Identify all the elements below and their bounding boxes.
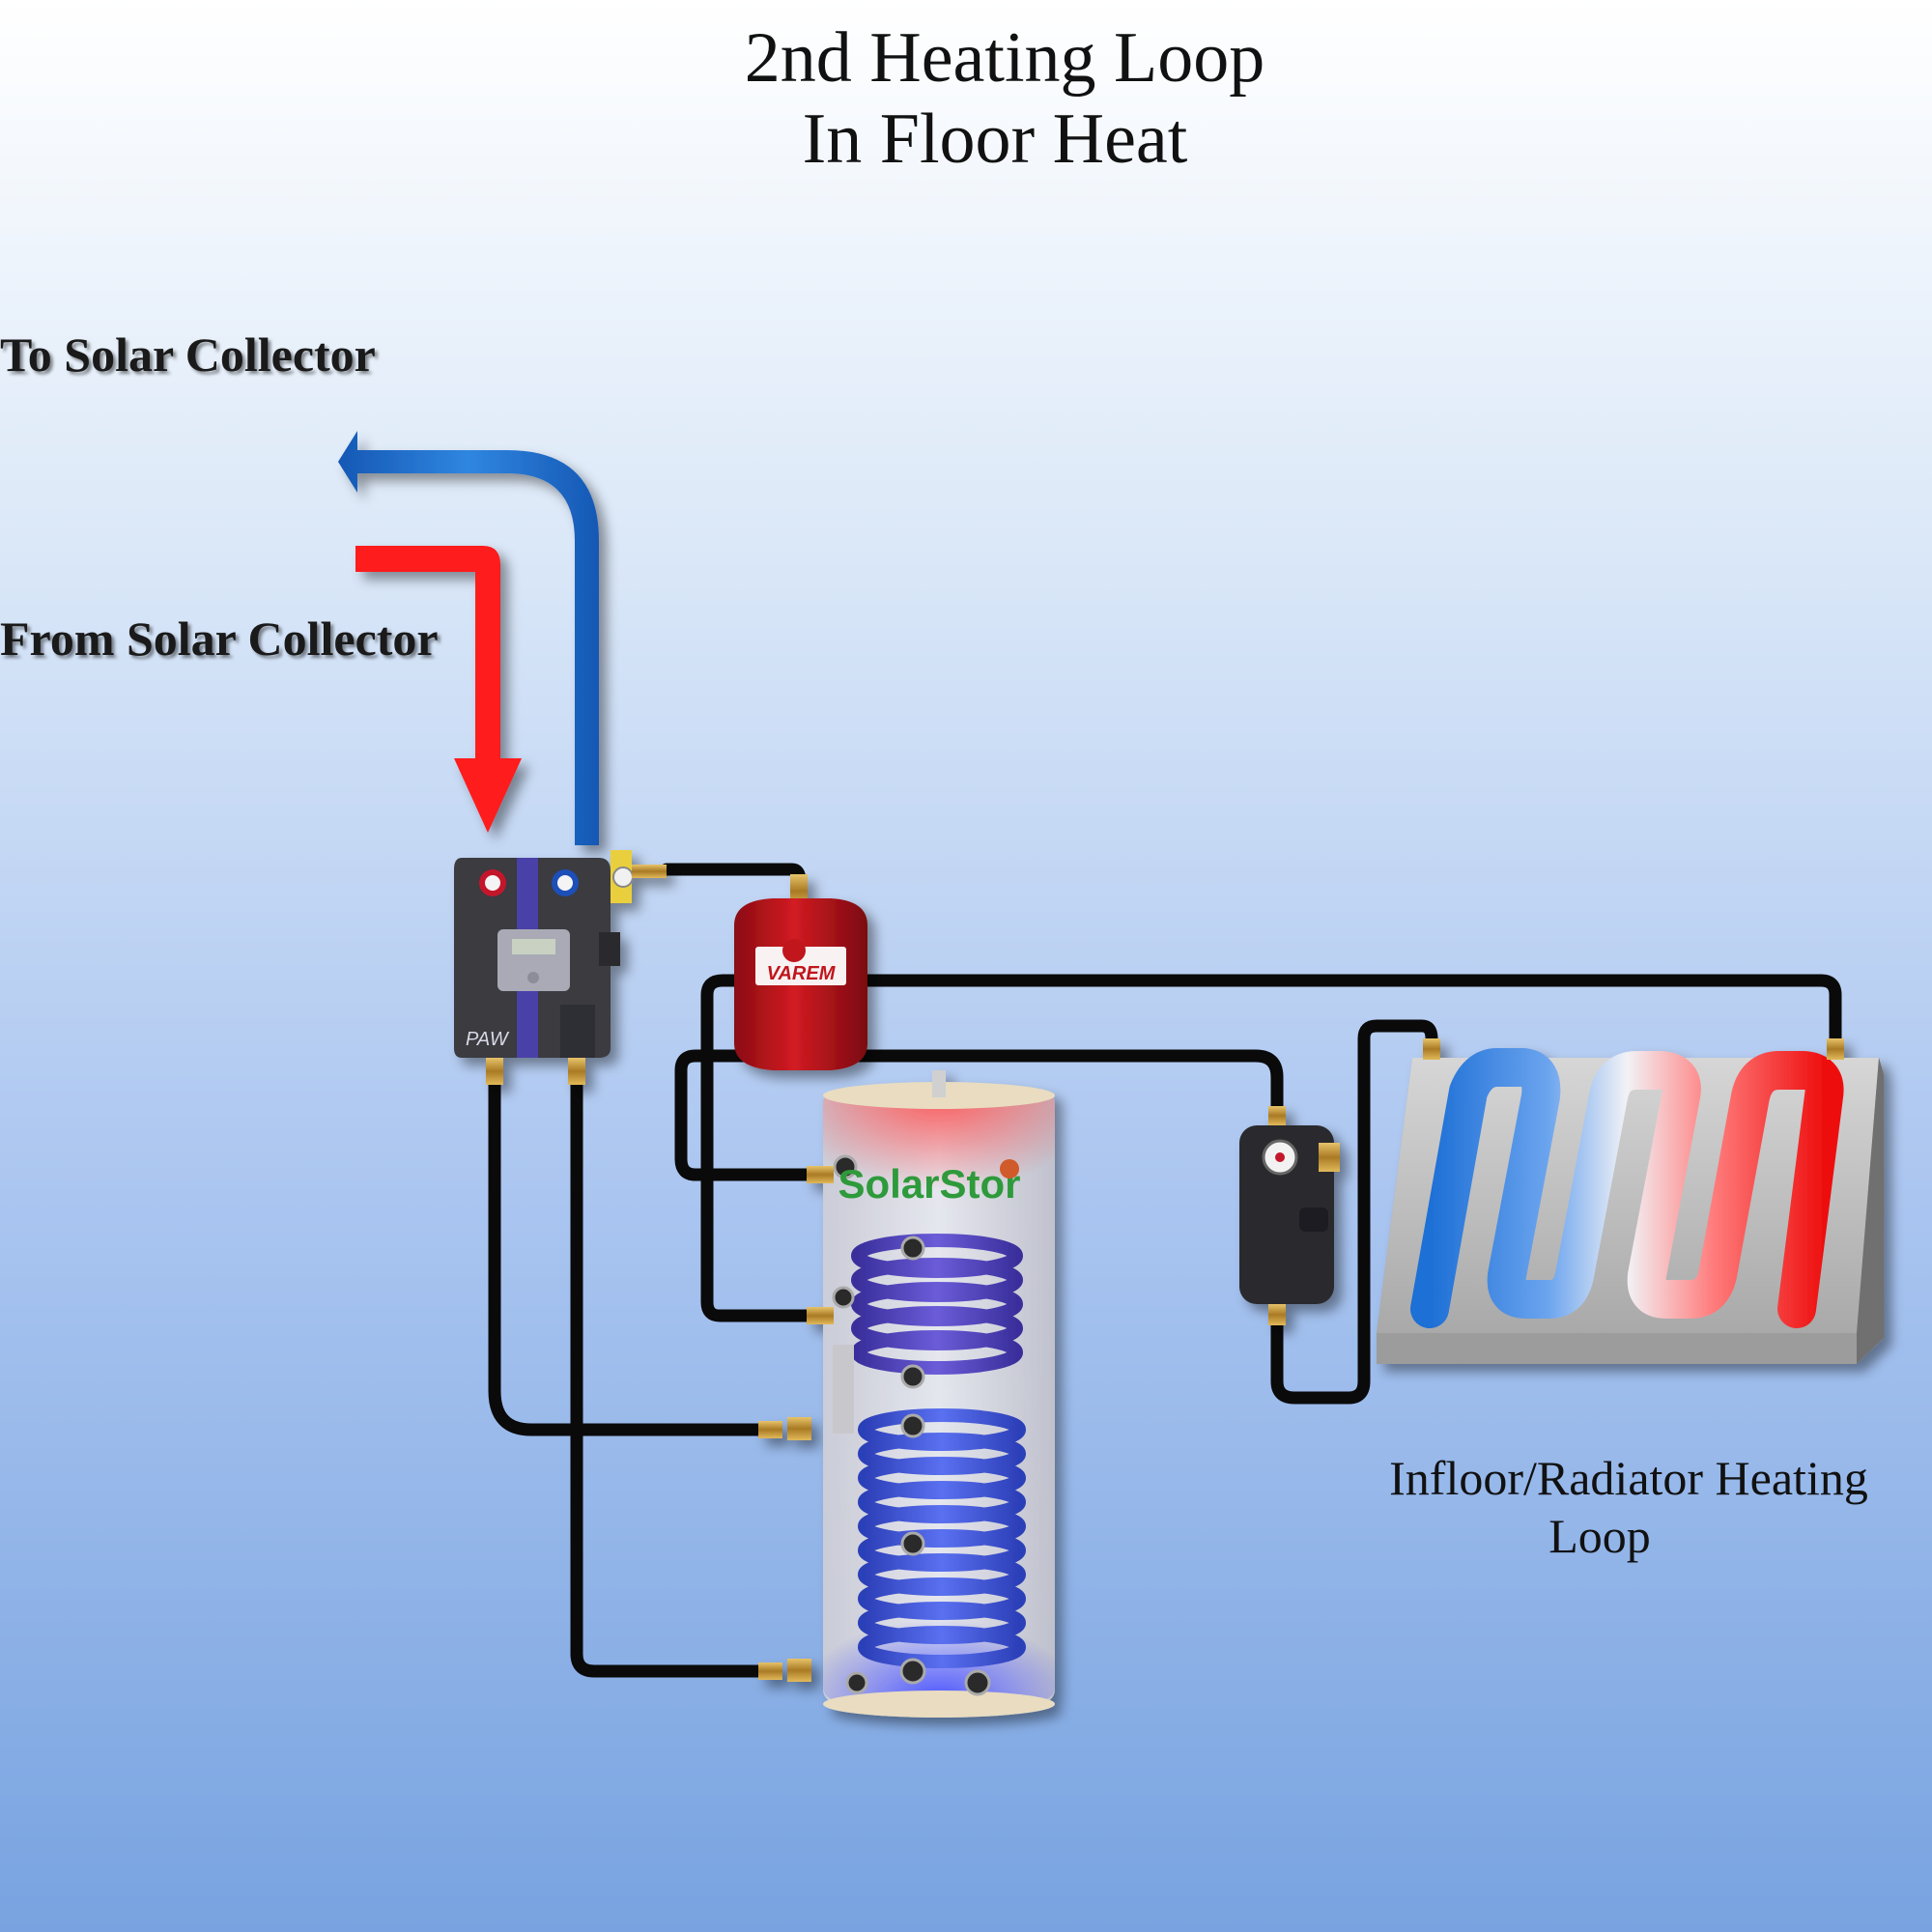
diagram-title: 2nd Heating Loop [744,18,1265,98]
hot-supply-arrow [355,546,522,833]
solar-pump-station: PAW [454,850,667,1085]
solar-storage-tank: SolarStor [758,1070,1055,1718]
cold-return-arrow [338,431,599,845]
tank-fittings [758,1166,834,1682]
heating-loop-label: Infloor/Radiator Heating [1389,1451,1868,1505]
mixing-pump [1239,1106,1340,1325]
radiant-floor-loop [1377,1038,1884,1364]
diagram-subtitle: In Floor Heat [802,99,1188,179]
solarstor-logo: SolarStor [838,1161,1020,1207]
varem-logo: VAREM [767,963,837,984]
expansion-tank: VAREM [734,874,867,1070]
heating-loop-label-line2: Loop [1548,1509,1651,1563]
lower-heat-coil [858,1408,1026,1668]
paw-logo: PAW [466,1029,510,1050]
tank-ports [832,1154,991,1696]
upper-heat-coil [851,1234,1023,1375]
to-solar-collector-label: To Solar Collector [0,327,376,382]
from-solar-collector-label: From Solar Collector [0,611,439,666]
